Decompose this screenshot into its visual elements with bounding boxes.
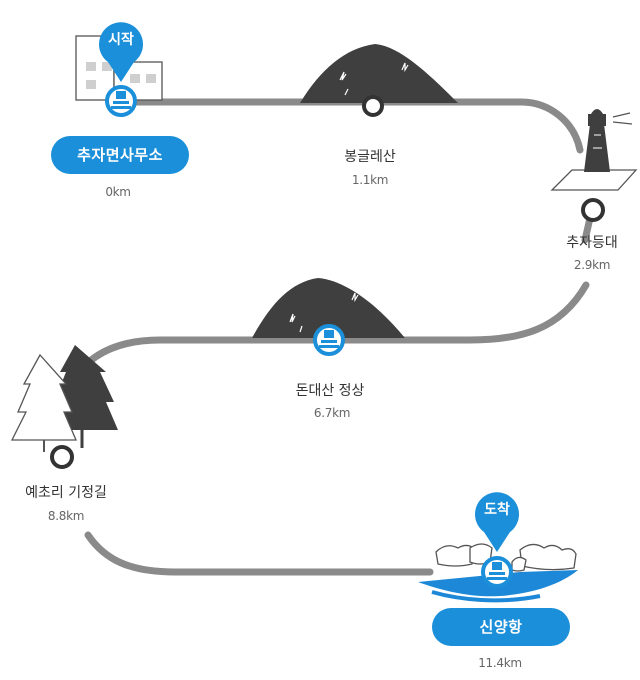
stop-distance-dondae: 6.7km bbox=[313, 406, 351, 420]
pier-icon bbox=[319, 330, 339, 348]
stop-distance-yecho: 8.8km bbox=[47, 509, 85, 523]
marker-yecho[interactable] bbox=[50, 445, 74, 469]
office-building-icon bbox=[75, 35, 163, 101]
end-pin-label: 도착 bbox=[484, 501, 510, 518]
end-pin: 도착 bbox=[474, 492, 519, 552]
stop-name-sinyang[interactable]: 신양항 bbox=[432, 608, 570, 646]
trees-icon bbox=[10, 345, 118, 452]
stop-distance-bonggeulle: 1.1km bbox=[351, 173, 389, 187]
stop-name-dondae: 돈대산 정상 bbox=[295, 383, 365, 399]
marker-bonggeulle[interactable] bbox=[362, 95, 384, 117]
marker-dondae[interactable] bbox=[313, 324, 345, 356]
marker-office[interactable] bbox=[105, 85, 137, 117]
pier-icon bbox=[111, 91, 131, 109]
bonggeulle-mountain-icon bbox=[300, 44, 458, 103]
stop-name-office[interactable]: 추자면사무소 bbox=[51, 136, 189, 174]
stop-name-yecho: 예초리 기정길 bbox=[25, 485, 107, 501]
pier-icon bbox=[487, 562, 507, 580]
stop-name-lighthouse: 추자등대 bbox=[566, 235, 618, 251]
route-line bbox=[61, 98, 594, 576]
lighthouse-icon bbox=[550, 109, 638, 191]
start-pin: 시작 bbox=[99, 22, 143, 82]
start-pin-label: 시작 bbox=[108, 31, 134, 48]
marker-lighthouse[interactable] bbox=[581, 198, 605, 222]
stop-name-bonggeulle: 봉글레산 bbox=[344, 149, 396, 165]
stop-distance-office: 0km bbox=[105, 185, 131, 199]
stop-distance-sinyang: 11.4km bbox=[478, 656, 522, 670]
stop-distance-lighthouse: 2.9km bbox=[573, 258, 611, 272]
marker-sinyang[interactable] bbox=[481, 556, 513, 588]
dondae-mountain-icon bbox=[252, 278, 405, 338]
